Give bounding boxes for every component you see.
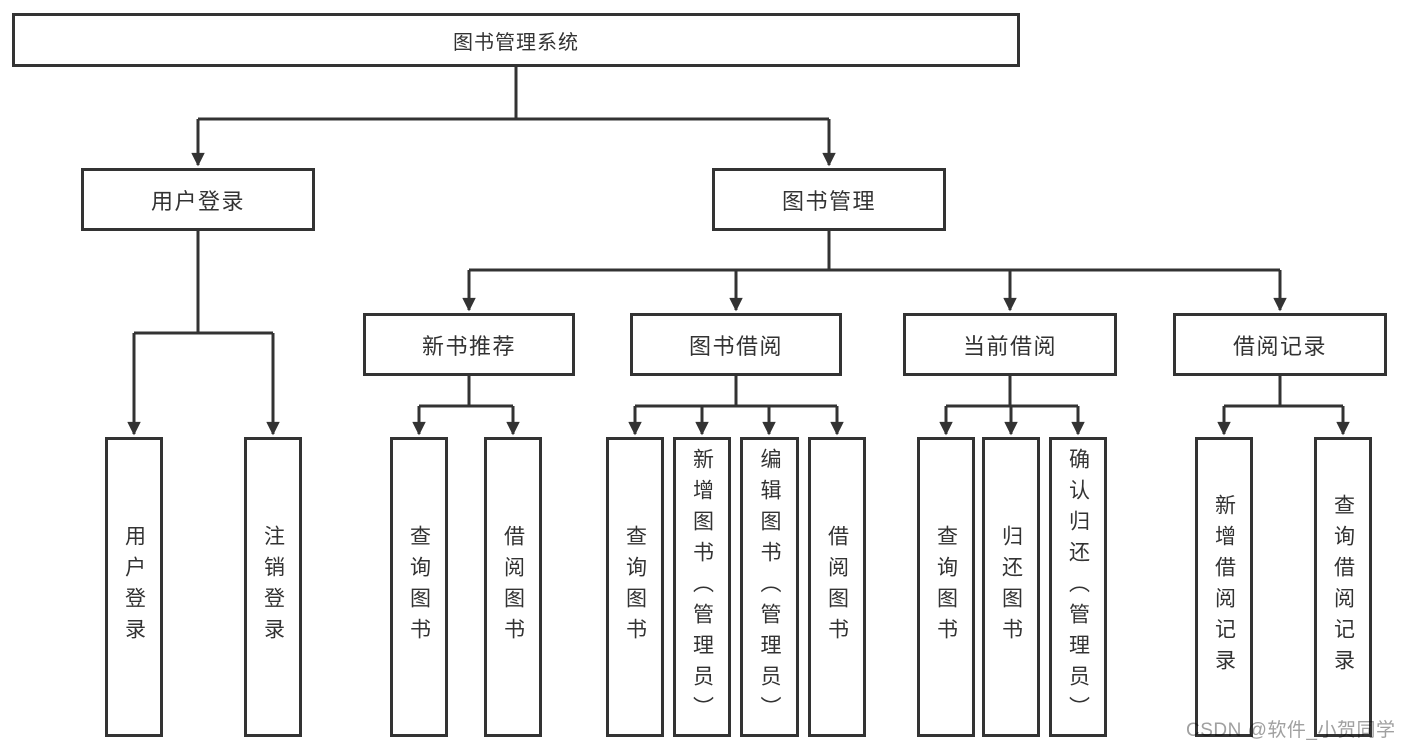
vertical-label: 归还图书 xyxy=(999,525,1023,649)
leaf-query-books-current: 查询图书 xyxy=(917,437,975,737)
leaf-query-books-borrowing: 查询图书 xyxy=(606,437,664,737)
vertical-label: 新增图书（管理员） xyxy=(690,447,714,727)
node-book-borrowing: 图书借阅 xyxy=(630,313,842,376)
leaf-add-borrow-record: 新增借阅记录 xyxy=(1195,437,1253,737)
leaf-borrow-books-borrowing: 借阅图书 xyxy=(808,437,866,737)
vertical-label: 确认归还（管理员） xyxy=(1066,447,1090,727)
vertical-label: 查询图书 xyxy=(623,525,647,649)
leaf-borrow-books-recommend: 借阅图书 xyxy=(484,437,542,737)
csdn-watermark: CSDN @软件_小贺同学 xyxy=(1186,720,1396,741)
node-current-borrowing: 当前借阅 xyxy=(903,313,1117,376)
vertical-label: 查询图书 xyxy=(934,525,958,649)
leaf-user-login: 用户登录 xyxy=(105,437,163,737)
vertical-label: 注销登录 xyxy=(261,525,285,649)
node-book-management: 图书管理 xyxy=(712,168,946,231)
node-new-book-recommendation: 新书推荐 xyxy=(363,313,575,376)
vertical-label: 借阅图书 xyxy=(501,525,525,649)
vertical-label: 借阅图书 xyxy=(825,525,849,649)
node-borrowing-records: 借阅记录 xyxy=(1173,313,1387,376)
node-user-login: 用户登录 xyxy=(81,168,315,231)
leaf-logout: 注销登录 xyxy=(244,437,302,737)
leaf-query-books-recommend: 查询图书 xyxy=(390,437,448,737)
leaf-return-books: 归还图书 xyxy=(982,437,1040,737)
leaf-edit-book-admin: 编辑图书（管理员） xyxy=(740,437,799,737)
leaf-confirm-return-admin: 确认归还（管理员） xyxy=(1049,437,1107,737)
vertical-label: 用户登录 xyxy=(122,525,146,649)
node-library-management-system: 图书管理系统 xyxy=(12,13,1020,67)
vertical-label: 编辑图书（管理员） xyxy=(758,447,781,727)
vertical-label: 查询图书 xyxy=(407,525,431,649)
vertical-label: 查询借阅记录 xyxy=(1331,494,1355,680)
leaf-add-book-admin: 新增图书（管理员） xyxy=(673,437,731,737)
vertical-label: 新增借阅记录 xyxy=(1212,494,1236,680)
leaf-query-borrow-record: 查询借阅记录 xyxy=(1314,437,1372,737)
